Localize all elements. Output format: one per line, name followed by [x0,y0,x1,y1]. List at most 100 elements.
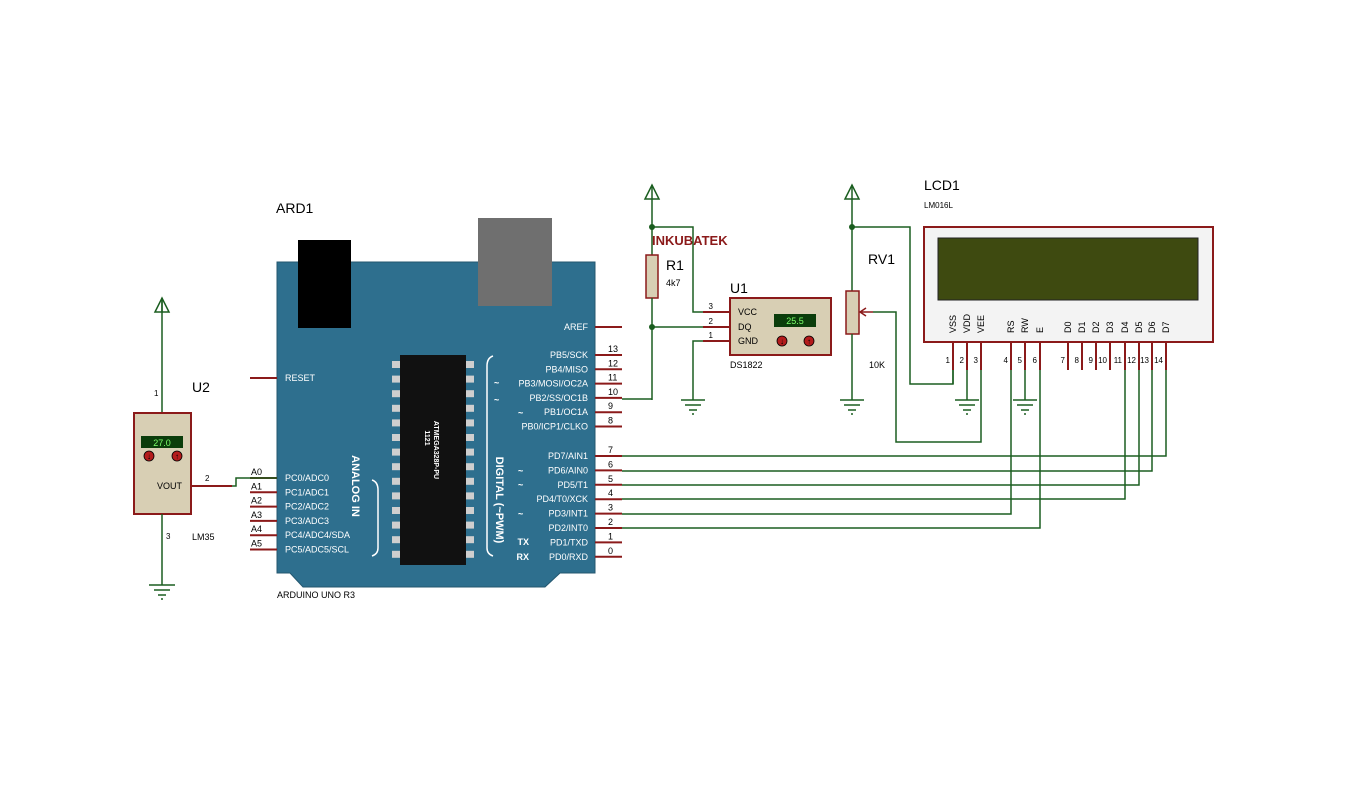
chip-leg [466,404,474,412]
lcd-pin-label: RW [1020,318,1030,333]
lcd-pin-label: VDD [962,313,972,333]
digital-pin-num: 4 [608,488,613,498]
chip-leg [466,477,474,485]
analog-pin-label: PC5/ADC5/SCL [285,545,349,555]
analog-pin-num: A4 [251,524,262,534]
arduino-board[interactable]: ATMEGA328P-PU 1121 ANALOG IN DIGITAL (~P… [250,200,622,600]
chip-leg [466,419,474,427]
lcd-pin-label: D5 [1134,321,1144,333]
lcd-pin-num: 14 [1154,356,1163,365]
svg-text:↑: ↑ [807,337,811,346]
chip-leg [466,536,474,544]
mcu-chip [400,355,466,565]
chip-leg [466,375,474,383]
rv1-ref: RV1 [868,251,895,267]
pwm-mark: ~ [518,408,523,418]
increase-button[interactable] [803,335,815,347]
watermark-label: INKUBATEK [652,233,728,248]
digital-pin-num: 5 [608,474,613,484]
chip-leg [392,477,400,485]
digital-pin-label: PB5/SCK [550,350,588,360]
chip-leg [466,507,474,514]
pullup-resistor[interactable]: R1 4k7 [643,183,684,400]
chip-leg [392,507,400,514]
lcd-pin-num: 3 [974,356,979,365]
lm35-sensor[interactable]: 27.0 ↓ ↑ VOUT U2 LM35 1 2 3 [133,296,277,600]
wiper-to-vee-wire [873,311,982,443]
digital-portb-pin-group: 13PB5/SCK12PB4/MISO11PB3/MOSI/OC2A10PB2/… [518,344,622,432]
digital-pin-label: PD3/INT1 [548,509,588,519]
digital-pin-num: 10 [608,387,618,397]
chip-leg [466,521,474,529]
lm35-display [141,436,183,448]
lcd-pin-label: VSS [948,315,958,333]
digital-bracket [486,355,494,557]
wire-e [622,370,1041,529]
lcd-pin-num: 6 [1033,356,1038,365]
lcd-pin-num: 10 [1098,356,1107,365]
digital-pin-num: 1 [608,531,613,541]
ds1822-display [774,314,816,327]
analog-pin-group: A0PC0/ADC0A1PC1/ADC1A2PC2/ADC2A3PC3/ADC3… [250,467,350,555]
analog-bracket [371,479,379,557]
r1-value: 4k7 [666,278,681,288]
digital-pin-num: 8 [608,416,613,426]
digital-pin-label: PB1/OC1A [544,407,588,417]
chip-leg [392,375,400,383]
u1-pin-num: 1 [709,331,714,340]
svg-text:↓: ↓ [147,452,151,461]
contrast-potentiometer[interactable]: RV1 10K [840,183,982,443]
chip-leg [466,361,474,368]
digital-pin-label: PD2/INT0 [548,523,588,533]
lcd-pin-num: 2 [960,356,965,365]
chip-leg [392,492,400,500]
usb-connector [478,218,552,306]
lm35-body [133,412,192,515]
digital-pin-num: 11 [608,373,617,383]
wire-rs [622,370,1012,515]
chip-leg [392,361,400,368]
mcu-chip-label: ATMEGA328P-PU [432,421,439,479]
wiper-arrow-icon [858,307,873,317]
lcd-value: LM016L [924,201,953,210]
digital-pin-num: 7 [608,445,613,455]
dc-jack [298,240,351,328]
u1-pin-dq: DQ [738,322,752,332]
u2-pin-1: 1 [154,389,159,398]
chip-leg [392,404,400,412]
aref-label: AREF [564,322,589,332]
digital-pin-num: 0 [608,546,613,556]
lcd-pin-num: 8 [1075,356,1080,365]
svg-text:↓: ↓ [780,337,784,346]
chip-leg [466,492,474,500]
u2-pin-2: 2 [205,474,210,483]
chip-leg [392,463,400,471]
lcd-module[interactable]: LCD1 LM016L VSS1VDD2VEE3RS4RW5E6D07D18D2… [923,177,1214,370]
analog-pin-label: PC4/ADC4/SDA [285,530,350,540]
pwm-mark: ~ [518,466,523,476]
digital-pin-label: PB0/ICP1/CLKO [521,422,588,432]
ds1822-sensor[interactable]: 25.5 ↓ ↑ VCC DQ GND 3 2 1 U1 DS1822 [652,226,832,415]
lcd-pin-num: 11 [1114,356,1123,365]
chip-leg [392,434,400,441]
rv1-value: 10K [869,360,885,370]
digital-pin-label: PB3/MOSI/OC2A [518,379,588,389]
lm35-value: LM35 [192,532,215,542]
increase-button[interactable] [171,450,183,462]
digital-pin-label: PB2/SS/OC1B [529,393,588,403]
lcd-pin-label: D6 [1147,321,1157,333]
ground-icon [149,584,175,600]
chip-leg [466,463,474,471]
analog-pin-num: A1 [251,481,262,491]
lcd-pin-label: RS [1006,320,1016,333]
chip-leg [392,521,400,529]
ground-icon [681,399,705,415]
decrease-button[interactable] [776,335,788,347]
u1-vcc-wire [652,226,703,313]
u1-pin-vcc: VCC [738,307,758,317]
lcd-pin-label: D3 [1105,321,1115,333]
tx-label: TX [517,537,529,547]
decrease-button[interactable] [143,450,155,462]
pwm-mark: ~ [494,395,499,405]
wire-d6 [622,370,1153,472]
